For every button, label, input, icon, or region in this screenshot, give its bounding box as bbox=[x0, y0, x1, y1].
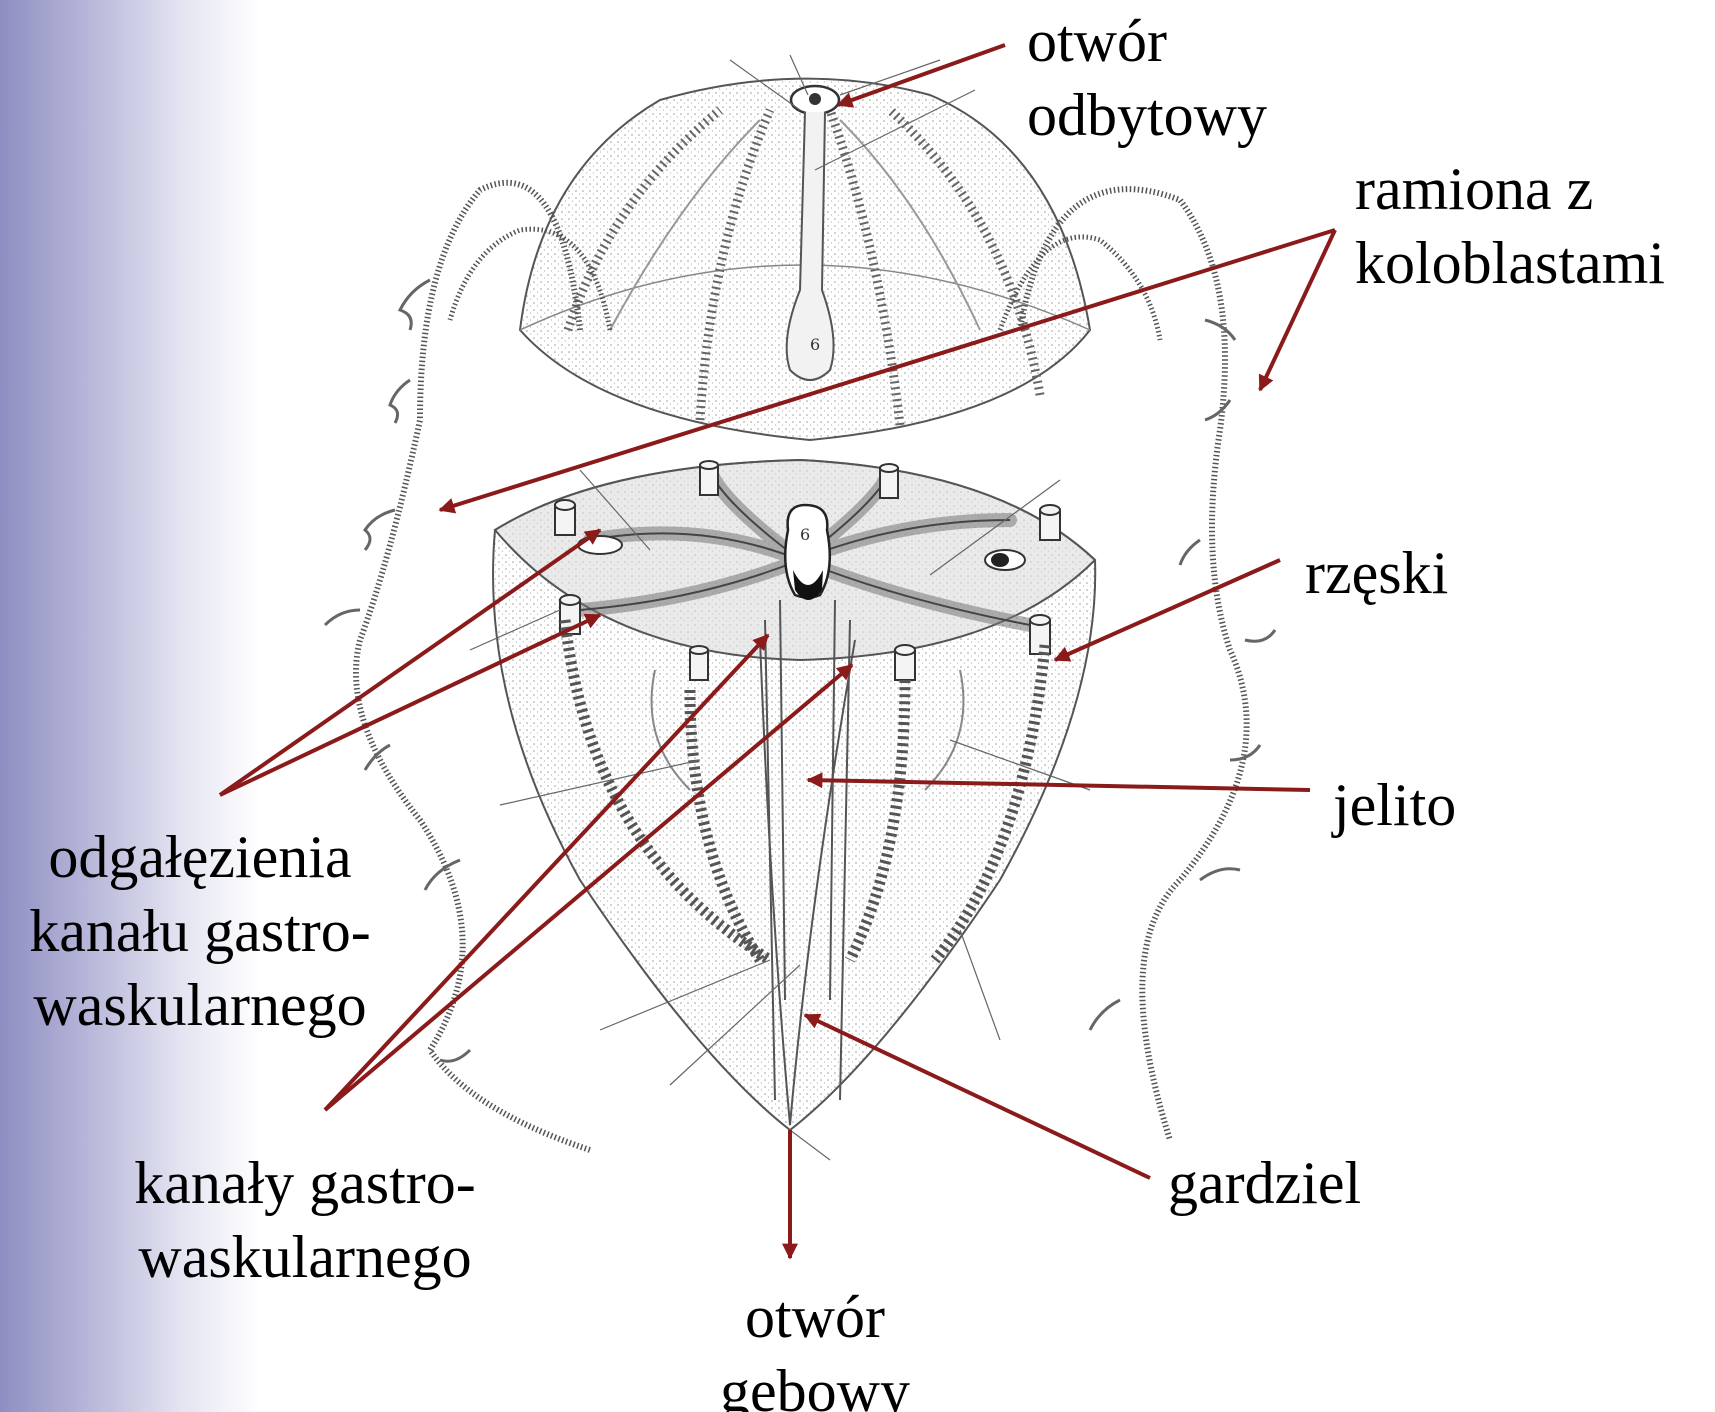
label-gardziel-line-1: gardziel bbox=[1168, 1146, 1361, 1220]
label-otwor-gebowy: otwór gebowy bbox=[640, 1280, 990, 1412]
label-otwor-gebowy-line-1: otwór bbox=[640, 1280, 990, 1354]
label-otwor-odbytowy-line-2: odbytowy bbox=[1027, 78, 1267, 152]
label-gardziel: gardziel bbox=[1168, 1146, 1361, 1220]
label-odgalezienia-line-3: waskularnego bbox=[0, 968, 400, 1042]
label-odgalezienia-line-1: odgałęzienia bbox=[0, 820, 400, 894]
arrow-gardziel bbox=[805, 1015, 1150, 1178]
label-kanaly-line-1: kanały gastro- bbox=[105, 1146, 505, 1220]
label-rzeski: rzęski bbox=[1305, 536, 1448, 610]
label-kanaly: kanały gastro- waskularnego bbox=[105, 1146, 505, 1294]
marker-bottom: 6 bbox=[800, 525, 810, 544]
aboral-dome: 6 bbox=[520, 55, 1090, 440]
label-kanaly-line-2: waskularnego bbox=[105, 1220, 505, 1294]
label-odgalezienia-line-2: kanału gastro- bbox=[0, 894, 400, 968]
label-otwor-odbytowy-line-1: otwór bbox=[1027, 4, 1267, 78]
label-otwor-odbytowy: otwór odbytowy bbox=[1027, 4, 1267, 152]
oral-cup: 6 bbox=[470, 460, 1095, 1160]
arrow-ramiona-right bbox=[1260, 230, 1335, 390]
label-odgalezienia: odgałęzienia kanału gastro- waskularnego bbox=[0, 820, 400, 1042]
label-rzeski-line-1: rzęski bbox=[1305, 536, 1448, 610]
label-jelito: jelito bbox=[1333, 768, 1456, 842]
marker-top: 6 bbox=[810, 335, 820, 354]
label-ramiona-line-2: koloblastami bbox=[1355, 226, 1665, 300]
label-otwor-gebowy-line-2: gebowy bbox=[640, 1354, 990, 1412]
label-ramiona: ramiona z koloblastami bbox=[1355, 152, 1665, 300]
label-jelito-line-1: jelito bbox=[1333, 768, 1456, 842]
infundibulum bbox=[785, 505, 830, 598]
label-ramiona-line-1: ramiona z bbox=[1355, 152, 1665, 226]
